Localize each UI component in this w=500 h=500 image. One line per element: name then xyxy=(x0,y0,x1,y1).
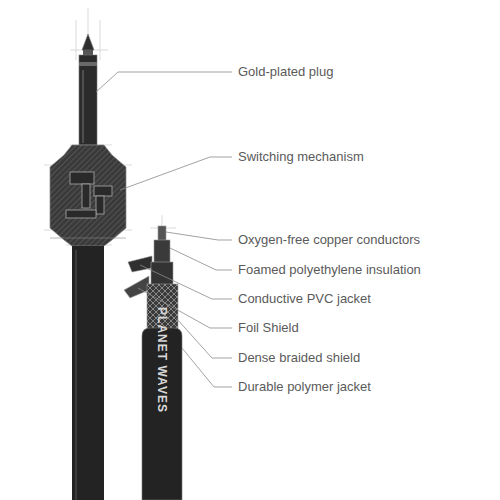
part-label: Foil Shield xyxy=(238,320,299,336)
cable-highlight xyxy=(76,250,77,500)
part-label: Oxygen-free copper conductors xyxy=(238,232,420,248)
part-label: Foamed polyethylene insulation xyxy=(238,262,421,278)
part-label: Switching mechanism xyxy=(238,149,364,165)
part-label: Gold-plated plug xyxy=(238,64,333,80)
part-label: Conductive PVC jacket xyxy=(238,291,371,307)
cable xyxy=(72,246,104,500)
brand-text: PLANET WAVES xyxy=(154,307,170,413)
cable-cross-section xyxy=(124,226,182,500)
part-label: Dense braided shield xyxy=(238,350,360,366)
part-label: Durable polymer jacket xyxy=(238,379,371,395)
plug-housing xyxy=(50,145,126,246)
plug xyxy=(79,34,97,145)
